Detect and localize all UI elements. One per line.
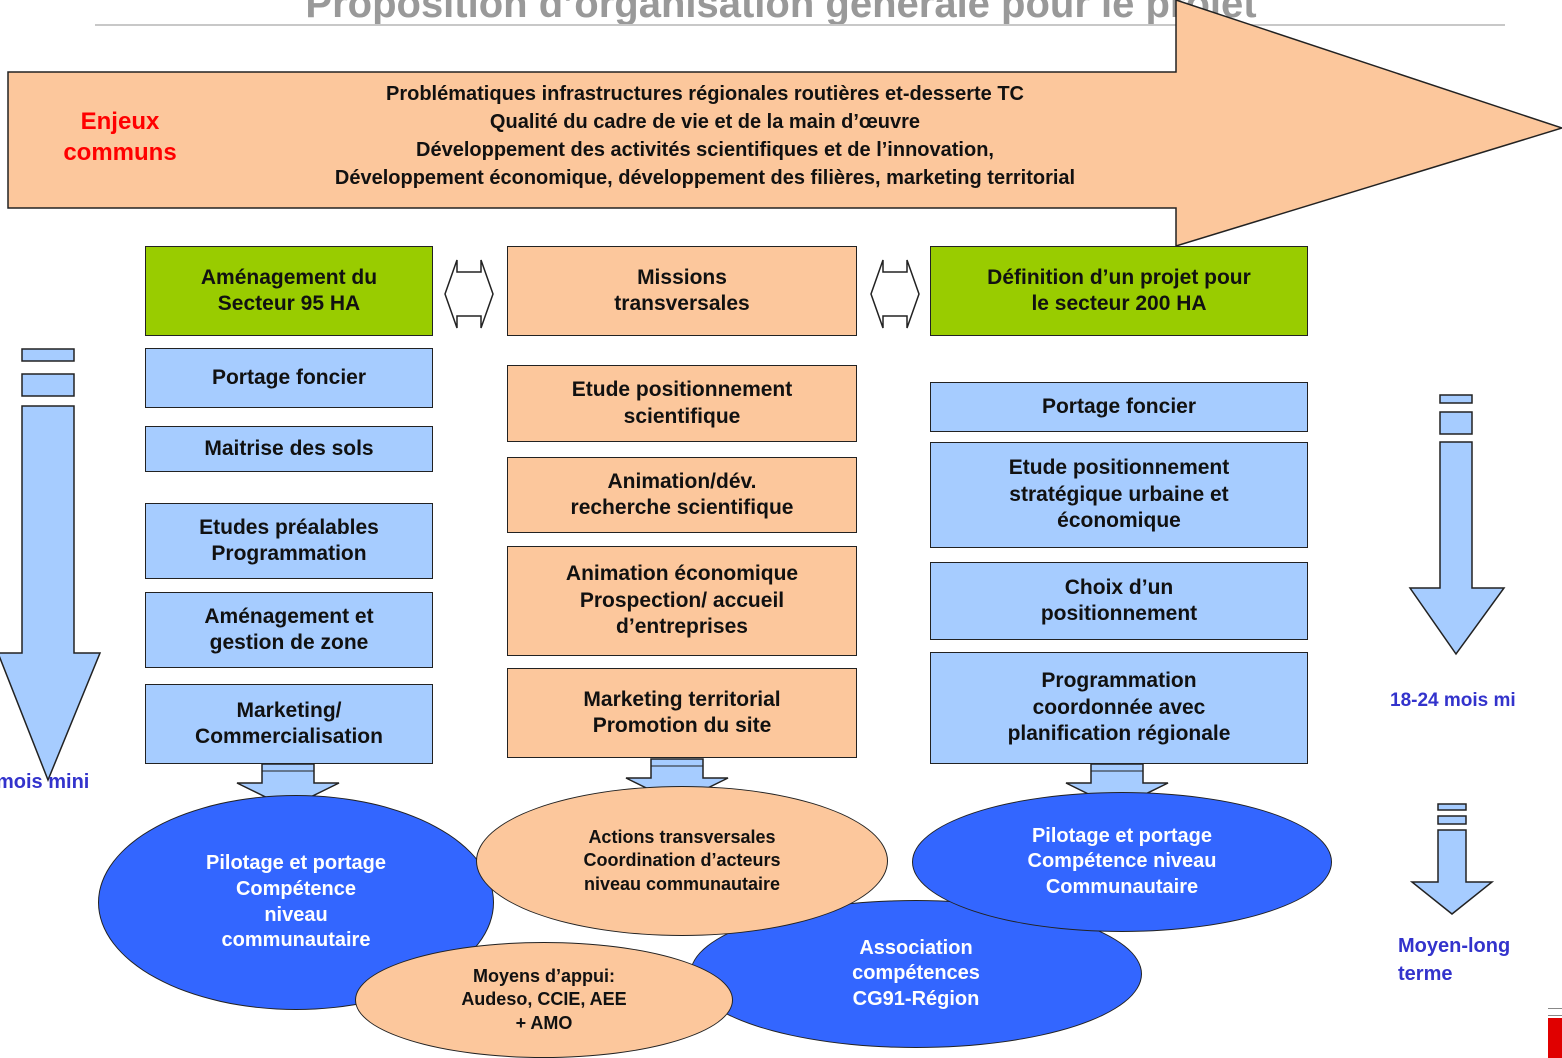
timeline-right-label: 18-24 mois mi xyxy=(1390,690,1516,711)
corner-logo xyxy=(1548,1018,1562,1058)
middle-item-marketing-territorial: Marketing territorial Promotion du site xyxy=(507,668,857,758)
corner-logo-mark xyxy=(1548,1008,1562,1016)
right-item-programmation: Programmation coordonnée avec planificat… xyxy=(930,652,1308,764)
enjeux-line: Développement économique, développement … xyxy=(334,167,1076,189)
right-item-choix-positionnement: Choix d’un positionnement xyxy=(930,562,1308,640)
left-item-marketing-commercialisation: Marketing/ Commercialisation xyxy=(145,684,433,764)
enjeux-line: Développement des activités scientifique… xyxy=(416,139,994,161)
left-item-amenagement-gestion: Aménagement et gestion de zone xyxy=(145,592,433,668)
left-item-etudes-prealables: Etudes préalables Programmation xyxy=(145,503,433,579)
middle-item-animation-recherche: Animation/dév. recherche scientifique xyxy=(507,457,857,533)
right-item-etude-strategique: Etude positionnement stratégique urbaine… xyxy=(930,442,1308,548)
ellipse-actions-transversales: Actions transversales Coordination d’act… xyxy=(476,786,888,936)
ellipse-pilotage-right: Pilotage et portage Compétence niveau Co… xyxy=(912,792,1332,932)
left-item-maitrise-sols: Maitrise des sols xyxy=(145,426,433,472)
enjeux-label: Enjeux communs xyxy=(63,108,177,167)
timeline-left-label: mois mini xyxy=(0,771,90,793)
timeline-far-label: Moyen-long terme xyxy=(1398,935,1511,985)
enjeux-line: Qualité du cadre de vie et de la main d’… xyxy=(489,111,921,133)
enjeux-arrow xyxy=(7,0,1562,248)
double-arrow-left xyxy=(444,259,494,329)
left-item-portage-foncier: Portage foncier xyxy=(145,348,433,408)
enjeux-line: Problématiques infrastructures régionale… xyxy=(386,83,1024,105)
page-title: Proposition d’organisation générale pour… xyxy=(305,0,1257,26)
ellipse-moyens-appui: Moyens d’appui: Audeso, CCIE, AEE + AMO xyxy=(355,942,733,1058)
header-missions: Missions transversales xyxy=(507,246,857,336)
middle-item-etude-scientifique: Etude positionnement scientifique xyxy=(507,365,857,442)
header-secteur-95: Aménagement du Secteur 95 HA xyxy=(145,246,433,336)
title-underline xyxy=(95,24,1505,26)
timeline-arrow-far xyxy=(1409,803,1495,915)
enjeux-list: Problématiques infrastructures régionale… xyxy=(160,80,1250,192)
header-secteur-200: Définition d’un projet pour le secteur 2… xyxy=(930,246,1308,336)
timeline-arrow-right xyxy=(1408,394,1506,656)
right-item-portage-foncier: Portage foncier xyxy=(930,382,1308,432)
middle-item-animation-economique: Animation économique Prospection/ accuei… xyxy=(507,546,857,656)
timeline-arrow-left xyxy=(0,348,102,783)
double-arrow-right xyxy=(870,259,920,329)
